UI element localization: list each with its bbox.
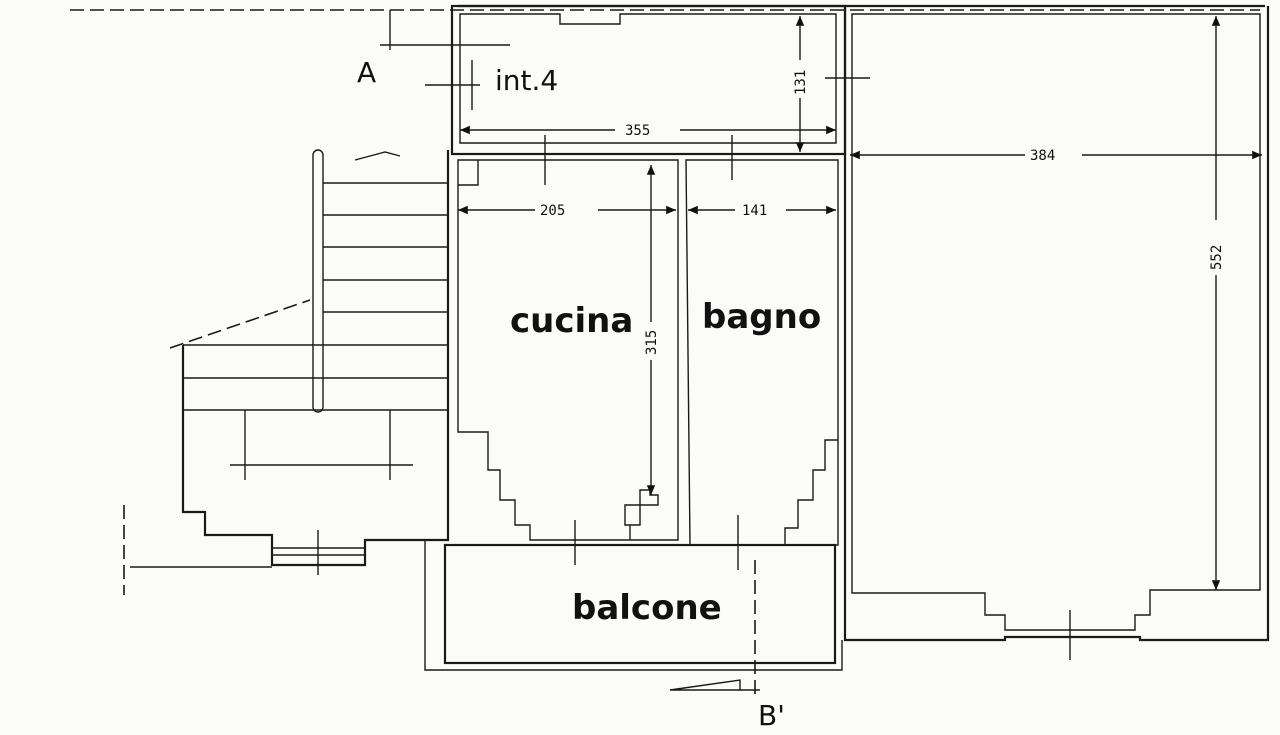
dim-bathroom-width: 141 (742, 203, 767, 219)
main-room-walls (843, 6, 1270, 642)
dim-right-height: 552 (1209, 245, 1225, 270)
room-label-bathroom: bagno (702, 297, 821, 337)
section-mark-b: B' (758, 699, 785, 732)
dim-kitchen-width: 205 (540, 203, 565, 219)
dim-kitchen-height: 315 (644, 330, 660, 355)
dimension-lines (380, 10, 1262, 700)
staircase (123, 149, 450, 595)
dim-right-width: 384 (1030, 148, 1055, 164)
dim-top-height: 131 (793, 70, 809, 95)
kitchen-walls (457, 159, 679, 541)
unit-label: int.4 (495, 64, 558, 97)
balcony-walls (424, 540, 843, 671)
room-label-kitchen: cucina (510, 301, 633, 341)
bathroom-walls (685, 159, 839, 546)
room-label-balcony: balcone (572, 588, 722, 628)
dim-top-width: 355 (625, 123, 650, 139)
section-mark-a: A (357, 56, 376, 89)
